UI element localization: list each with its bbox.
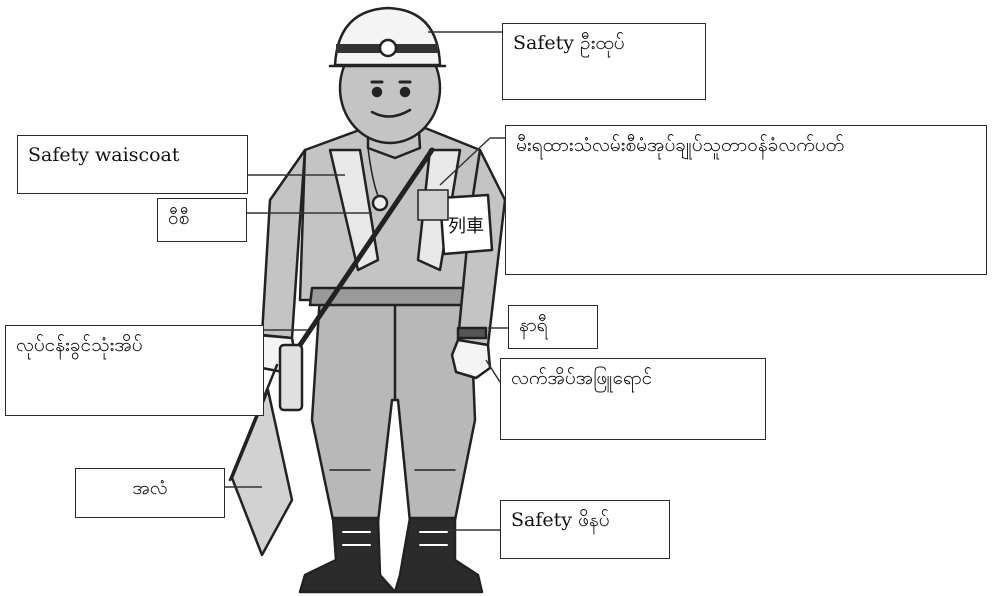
whistle-cord — [367, 147, 379, 197]
label-shoulder-bag: လုပ်ငန်းခွင်သုံးအိပ် — [5, 325, 264, 416]
right-glove — [450, 338, 492, 380]
label-watch: နာရီ — [508, 305, 598, 349]
left-boot — [298, 516, 397, 594]
label-armband: မီးရထားသံလမ်းစီမံအုပ်ချုပ်သူတာဝန်ခံလက်ပတ… — [505, 125, 987, 275]
label-whistle: ဝီစီ — [157, 198, 247, 242]
wristwatch — [456, 326, 488, 340]
helmet-badge — [378, 38, 398, 58]
whistle — [371, 194, 389, 212]
left-arm — [260, 148, 307, 340]
flag — [230, 388, 294, 557]
label-gloves: လက်အိပ်အဖြူရောင် — [500, 358, 766, 440]
label-waistcoat: Safety waiscoat — [17, 135, 248, 194]
label-flag: အလံ — [75, 468, 225, 518]
vest — [328, 148, 380, 272]
armband-text: 列車 — [448, 216, 484, 237]
shoulder-bag — [278, 343, 304, 412]
trousers — [310, 293, 477, 524]
smile — [370, 108, 412, 118]
label-helmet: Safety ဦးထုပ် — [502, 23, 706, 100]
label-boots: Safety ဖိနပ် — [500, 500, 670, 559]
right-boot — [393, 516, 484, 594]
bag-strap — [297, 147, 435, 348]
leader-gloves — [485, 359, 501, 383]
armband — [438, 193, 494, 256]
leader-armband — [439, 137, 491, 186]
chest-pocket — [417, 189, 449, 221]
